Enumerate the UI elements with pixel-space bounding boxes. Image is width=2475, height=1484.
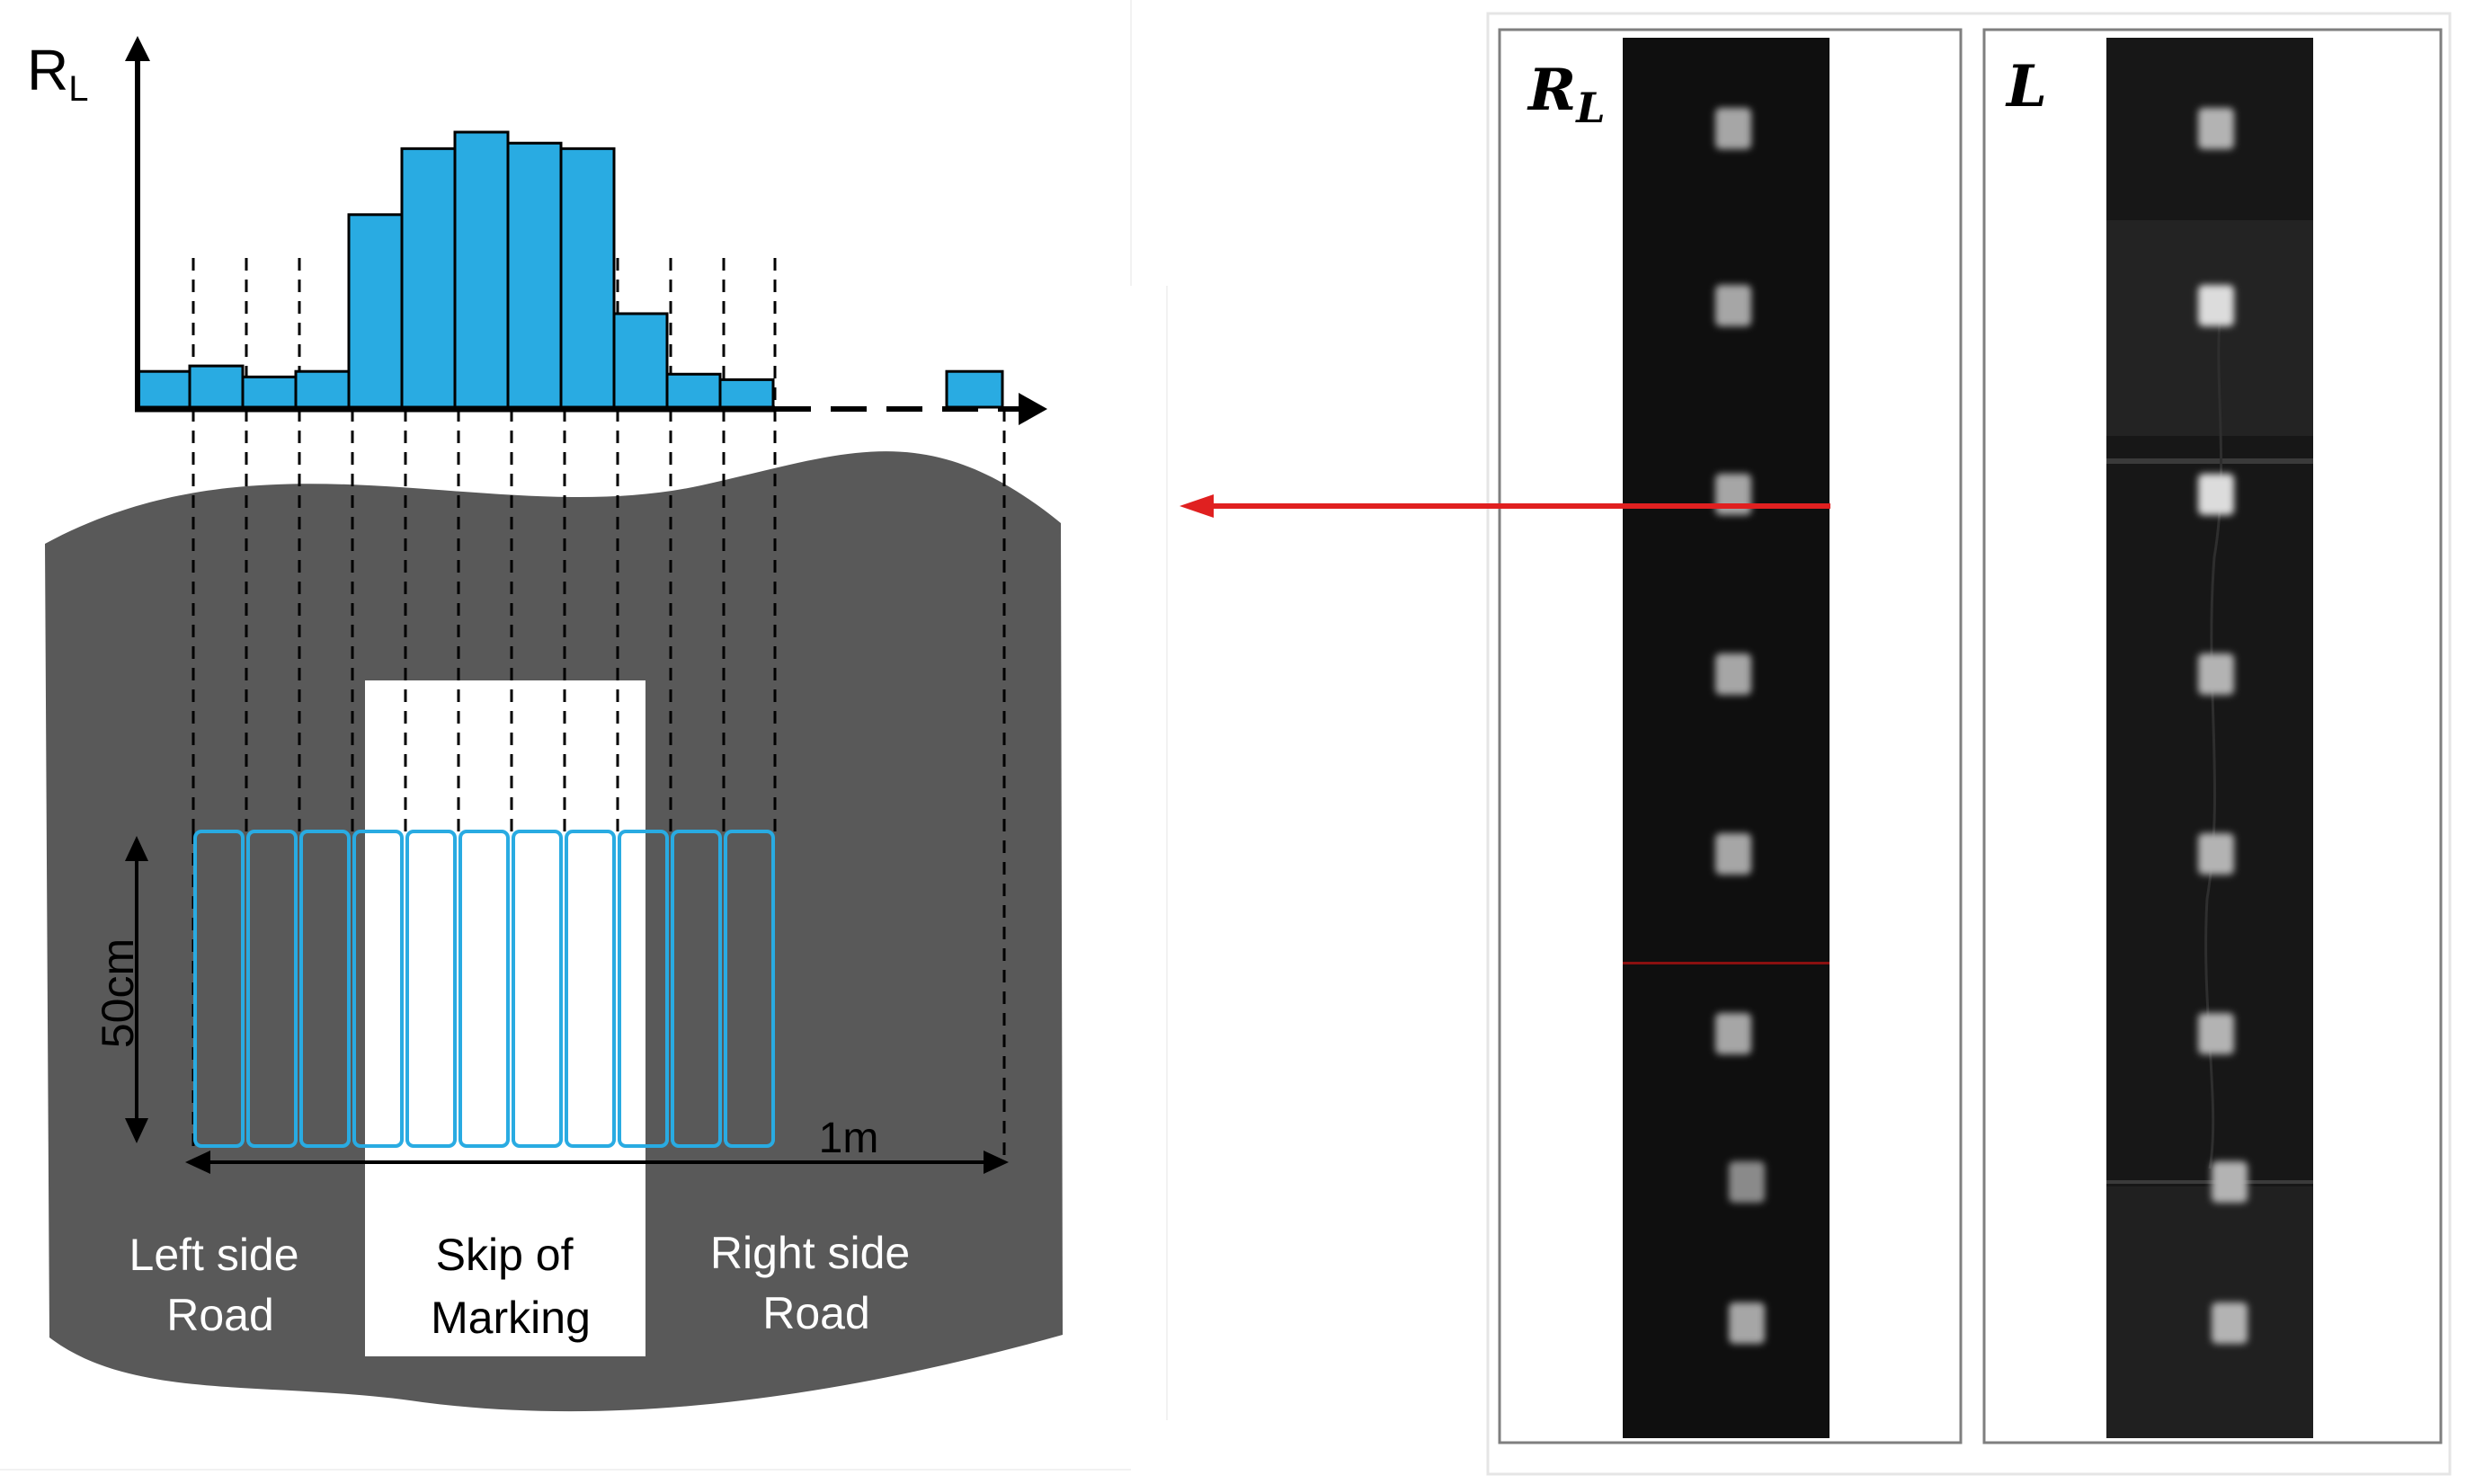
zone-label-center: Skip of Marking	[431, 1230, 591, 1343]
measurement-cell	[565, 830, 616, 1148]
histogram-bar	[347, 213, 404, 409]
measurement-cell	[352, 830, 404, 1148]
rl-marker	[1715, 285, 1751, 326]
l-marker	[2198, 653, 2234, 695]
l-marker	[2198, 833, 2234, 875]
l-marker	[2198, 474, 2234, 515]
skip-marking	[365, 680, 645, 1356]
height-dimension-arrow	[125, 836, 148, 1143]
measurement-cell	[193, 830, 245, 1148]
measurement-cell	[246, 830, 298, 1148]
l-marker	[2212, 1161, 2248, 1203]
measurement-cell	[671, 830, 722, 1148]
histogram-bar	[665, 372, 722, 409]
l-markers	[2198, 108, 2248, 1344]
histogram-bar-outlier	[945, 369, 1004, 409]
measurement-cell	[299, 830, 351, 1148]
histogram-bars	[135, 130, 1004, 409]
histogram-bar	[135, 369, 191, 409]
l-marker	[2198, 108, 2234, 149]
l-marker	[2198, 1013, 2234, 1054]
rl-marker	[1715, 653, 1751, 695]
histogram-bar	[559, 147, 616, 409]
l-marker	[2212, 1302, 2248, 1344]
y-axis	[125, 36, 150, 411]
rl-marker	[1729, 1302, 1765, 1344]
x-axis	[135, 393, 1047, 425]
zone-label-left: Left side Road	[129, 1230, 312, 1340]
histogram-bar	[612, 312, 669, 409]
road-diagram: RL 50cm 1m Left side Road Skip of Markin…	[27, 36, 1063, 1412]
rl-marker	[1715, 474, 1751, 515]
measurement-cell	[405, 830, 457, 1148]
histogram-bar	[400, 147, 457, 409]
measurement-cell	[724, 830, 775, 1148]
width-dimension-arrow	[185, 1151, 1009, 1174]
histogram-bar	[506, 141, 563, 409]
histogram-bar	[453, 130, 510, 409]
measurement-cell	[618, 830, 669, 1148]
measurement-cells	[193, 830, 775, 1148]
rl-marker	[1715, 833, 1751, 875]
rl-image-strip	[1623, 38, 1830, 1438]
histogram-bar	[241, 375, 298, 409]
rl-marker	[1715, 1013, 1751, 1054]
rl-tile-seam	[1623, 962, 1830, 964]
measurement-cell	[512, 830, 563, 1148]
histogram-bar	[718, 378, 775, 409]
l-image-band	[2106, 220, 2313, 436]
histogram-bar	[294, 369, 351, 409]
histogram-bar	[188, 364, 245, 409]
l-image-band	[2106, 1186, 2313, 1438]
position-indicator-arrow	[1180, 494, 1830, 518]
rl-marker	[1715, 108, 1751, 149]
panel-rl: RL	[1498, 28, 1963, 1444]
width-dimension-label: 1m	[819, 1115, 879, 1162]
zone-label-right: Right side Road	[710, 1228, 922, 1338]
l-marker	[2198, 285, 2234, 326]
height-dimension-label: 50cm	[93, 938, 143, 1048]
y-axis-label: RL	[27, 38, 88, 109]
panel-l-label: L	[2005, 53, 2047, 120]
rl-markers	[1715, 108, 1765, 1344]
panel-rl-label: RL	[1527, 57, 1606, 132]
measurement-cell	[458, 830, 510, 1148]
rl-marker	[1729, 1161, 1765, 1203]
panel-l: L	[1982, 28, 2443, 1444]
